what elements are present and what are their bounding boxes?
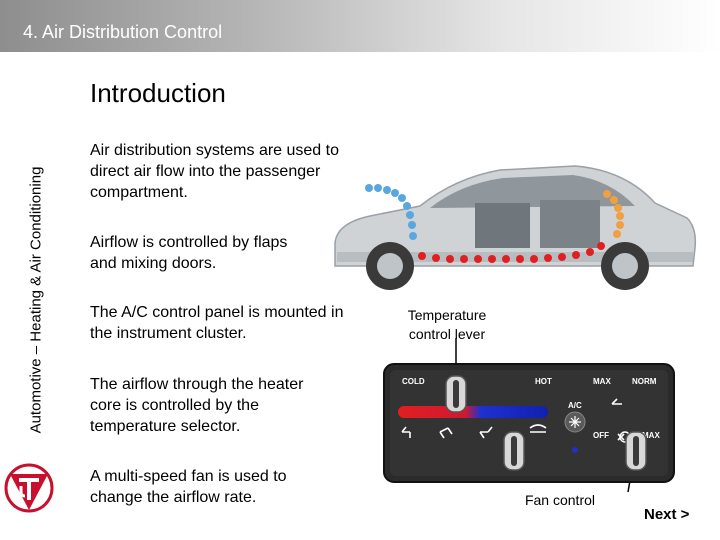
car-image	[334, 165, 697, 290]
bullet-item: Air distribution systems are used to dir…	[90, 142, 339, 201]
panel-label-hot: HOT	[535, 377, 552, 386]
logo-icon	[4, 463, 54, 513]
course-side-label: Automotive – Heating & Air Conditioning	[27, 166, 45, 434]
air-distribution-lever[interactable]	[503, 431, 525, 471]
temperature-lever-callout: Temperature control lever	[407, 307, 487, 342]
panel-label-ac: A/C	[568, 401, 582, 410]
bullet-item: A multi-speed fan is used to change the …	[90, 468, 287, 506]
panel-label-norm: NORM	[632, 377, 657, 386]
snowflake-icon	[564, 411, 586, 433]
bullet-item: The airflow through the heater core is c…	[90, 376, 304, 435]
panel-label-cold: COLD	[402, 377, 425, 386]
panel-label-max-left: MAX	[593, 377, 611, 386]
header-bar: 4. Air Distribution Control	[0, 0, 720, 52]
bullet-item: The A/C control panel is mounted in the …	[90, 304, 344, 342]
slide-header-title: 4. Air Distribution Control	[23, 22, 223, 42]
panel-label-max-right: MAX	[642, 431, 660, 440]
fan-control-lever[interactable]	[625, 431, 647, 471]
temperature-lever[interactable]	[445, 375, 467, 413]
section-title: Introduction	[90, 78, 226, 108]
fan-control-callout: Fan control	[524, 492, 596, 508]
bullet-item: Airflow is controlled by flaps and mixin…	[90, 234, 288, 272]
next-button[interactable]: Next >	[644, 506, 690, 523]
ac-control-panel: COLD HOT MAX NORM A/C OFF MAX	[383, 338, 675, 493]
panel-label-off: OFF	[593, 431, 609, 440]
